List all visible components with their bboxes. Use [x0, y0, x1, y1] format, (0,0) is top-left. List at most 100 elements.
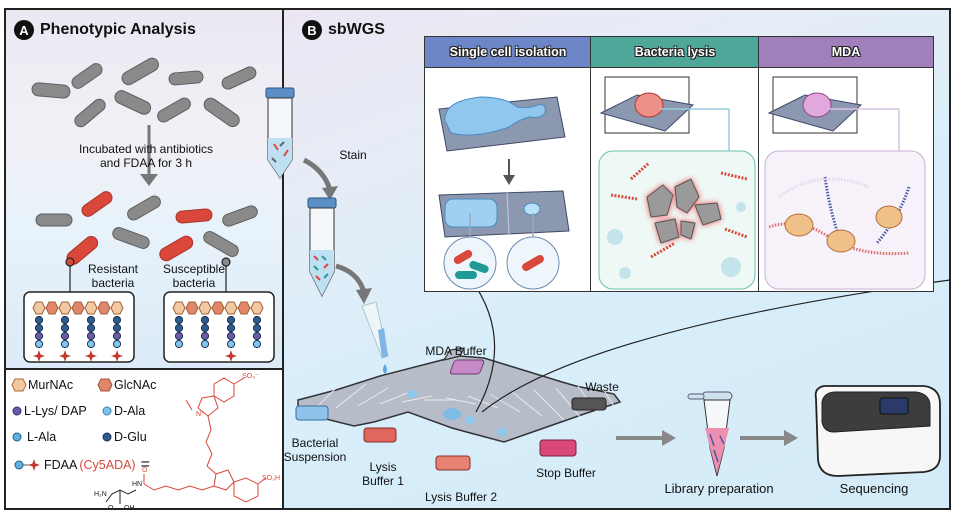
- panel-a-title: A Phenotypic Analysis: [14, 20, 196, 40]
- bacterial-suspension-label: Bacterial Suspension: [283, 436, 347, 464]
- amino-acid-bead: [34, 315, 44, 325]
- bacterium: [221, 66, 257, 90]
- step-bacteria-lysis: Bacteria lysis: [590, 36, 760, 292]
- arrow-down-icon: [140, 174, 158, 186]
- legend-item-l-lys-dap: L-Lys/ DAP: [12, 404, 87, 418]
- mda-magnified-view: [764, 150, 926, 290]
- bacterium-susceptible: [112, 227, 150, 249]
- murnac-hexagon: [250, 301, 264, 315]
- amino-acid-bead: [252, 323, 262, 333]
- step-header: Single cell isolation: [425, 37, 591, 68]
- lysis-magnified-view: [598, 150, 756, 290]
- legend-item-glcnac: GlcNAc: [97, 378, 156, 392]
- legend-item-d-ala: D-Ala: [102, 404, 145, 418]
- dna-fragment: [650, 241, 676, 259]
- fdaa-star-icon: [85, 350, 97, 362]
- polymerase-enzyme: [826, 229, 856, 253]
- droplet-red: [634, 92, 664, 118]
- circle-skyblue-icon: [12, 432, 22, 442]
- library-preparation-label: Library preparation: [664, 481, 774, 496]
- pad-lysis-buffer-2: [435, 455, 471, 471]
- sequencing-label: Sequencing: [839, 481, 909, 496]
- chip-grid-line: [489, 393, 521, 413]
- amino-acid-bead: [200, 339, 210, 349]
- bacterium-resistant: [175, 208, 213, 224]
- panel-sbwgs: B sbWGS: [265, 8, 951, 510]
- callout-dot-resistant: [65, 257, 75, 267]
- chip-grid-line: [335, 383, 367, 409]
- amino-acid-bead: [200, 315, 210, 325]
- circle-lightblue-icon: [102, 406, 112, 416]
- droplet-pink: [802, 92, 832, 118]
- chip-grid-line: [401, 395, 433, 403]
- bacterium: [114, 90, 152, 115]
- glcnac-hexagon: [237, 301, 251, 315]
- bacterium: [74, 98, 106, 128]
- amino-acid-bead: [86, 331, 96, 341]
- legend-item-fdaa: FDAA (Cy5ADA) =: [14, 456, 150, 474]
- bacterium-resistant: [81, 191, 113, 217]
- legend-item-l-ala: L-Ala: [12, 430, 56, 444]
- bacterium: [71, 63, 103, 89]
- pad-waste: [571, 397, 607, 411]
- resistant-bacteria-label: Resistant bacteria: [87, 262, 139, 290]
- stain-label: Stain: [339, 148, 367, 162]
- pipette-tip: [361, 301, 389, 374]
- glcnac-hexagon: [71, 301, 85, 315]
- chip-grid-line: [357, 387, 389, 407]
- chem-oh-label: OH: [124, 505, 135, 512]
- amino-acid-bead: [34, 331, 44, 341]
- bacterium-susceptible: [203, 231, 239, 257]
- mda-buffer-label: MDA Buffer: [425, 344, 487, 358]
- amino-acid-bead: [252, 339, 262, 349]
- legend-box: MurNAc GlcNAc L-Lys/ DAP D-Ala L-Ala D-G…: [4, 368, 284, 512]
- droplet-icon: [443, 408, 461, 420]
- amino-acid-bead: [226, 331, 236, 341]
- chip-grid-line: [467, 395, 499, 409]
- droplet-icon: [407, 390, 417, 398]
- bacterium: [121, 57, 159, 86]
- chip-grid-line: [379, 391, 411, 405]
- glcnac-hexagon: [185, 301, 199, 315]
- chem-nplus-label: N⁺: [196, 411, 205, 418]
- arrow-right-icon: [784, 430, 798, 446]
- amino-acid-bead: [200, 323, 210, 333]
- step-mda: MDA: [758, 36, 934, 292]
- chem-o-red-label: O: [142, 467, 148, 474]
- amino-acid-bead: [226, 339, 236, 349]
- murnac-hexagon: [110, 301, 124, 315]
- amino-acid-bead: [112, 339, 122, 349]
- stain-arrow-head-icon: [322, 186, 338, 200]
- zoom-connector-line: [481, 279, 951, 413]
- fdaa-probe-icon: [14, 459, 40, 471]
- fdaa-star-icon: [59, 350, 71, 362]
- murnac-hexagon: [224, 301, 238, 315]
- cy5ada-structure: H₂N HN OH O O SO₃⁻ SO₃H N⁺: [94, 373, 280, 512]
- pad-bacterial-suspension: [295, 405, 329, 421]
- amino-acid-bead: [174, 331, 184, 341]
- chem-h2n-label: H₂N: [94, 491, 107, 498]
- step-header: MDA: [759, 37, 933, 68]
- chip-grid-line: [445, 397, 477, 405]
- dna-strand: [823, 176, 841, 238]
- circle-navy-icon: [102, 432, 112, 442]
- incubation-text: Incubated with antibiotics and FDAA for …: [78, 142, 214, 170]
- panel-b-title: B sbWGS: [302, 20, 385, 40]
- amino-acid-bead: [112, 331, 122, 341]
- amino-acid-bead: [174, 339, 184, 349]
- dna-fragment: [610, 193, 638, 201]
- pad-stop-buffer: [539, 439, 577, 457]
- chem-o-label: O: [108, 505, 114, 512]
- amino-acid-bead: [60, 331, 70, 341]
- glcnac-hexagon: [97, 301, 111, 315]
- fdaa-star-icon: [33, 350, 45, 362]
- amino-acid-bead: [34, 339, 44, 349]
- legend-item-murnac: MurNAc: [11, 378, 73, 392]
- stain-arrow: [302, 157, 333, 191]
- centrifuge-tube-2: [307, 197, 337, 298]
- droplet-icon: [383, 364, 387, 374]
- legend-item-d-glu: D-Glu: [102, 430, 147, 444]
- eppendorf-tube: [687, 391, 733, 477]
- panel-b-badge: B: [302, 20, 322, 40]
- step-header: Bacteria lysis: [591, 37, 759, 68]
